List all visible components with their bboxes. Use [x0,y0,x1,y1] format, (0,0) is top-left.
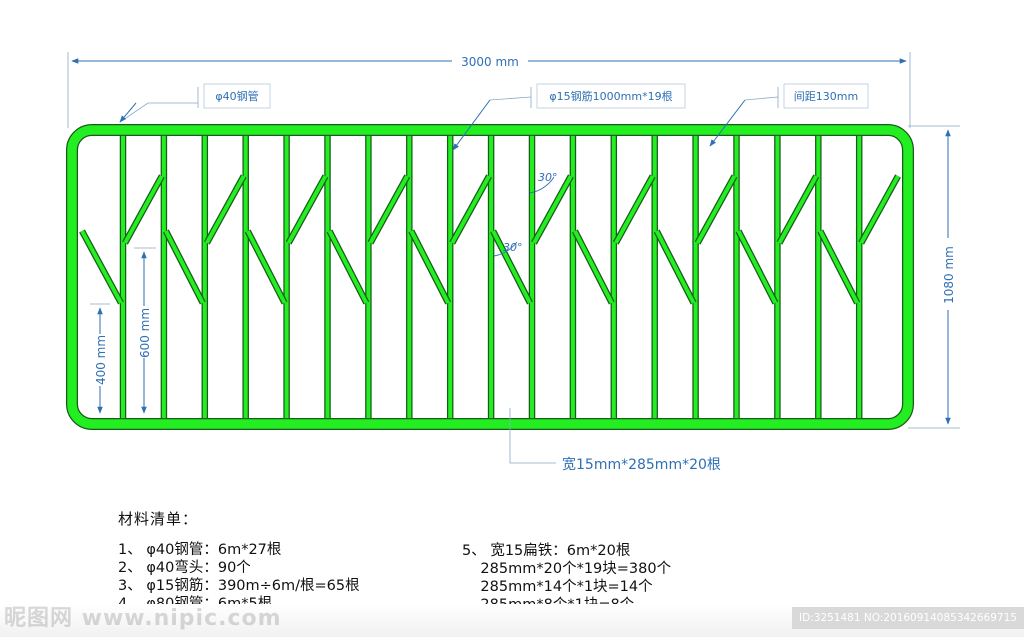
diagonal-flat-iron [736,230,778,304]
diagonal-flat-iron [368,175,410,244]
dimension-600: 600 mm [134,247,156,414]
diagonal-flat-iron [818,230,859,304]
material-item: 3、 φ15钢筋：390m÷6m/根=65根 [118,578,360,594]
diagonal-flat-iron [327,230,369,304]
material-item: 285mm*14个*1块=14个 [462,579,653,595]
callout-spacing-label: 间距130mm [794,90,858,103]
dimension-600-label: 600 mm [138,308,152,358]
callout-flat-iron: 宽15mm*285mm*20根 [509,408,721,473]
diagonal-flat-iron [859,175,900,244]
diagonal-flat-iron [654,230,696,304]
image-id-bar: ID:3251481 NO:20160914085342669715 [792,607,1024,629]
diagonal-flat-iron [164,230,205,304]
diagonal-flat-iron [532,175,573,244]
materials-title: 材料清单： [118,510,199,528]
overall-width-label: 3000 mm [461,55,519,69]
diagonal-flat-iron [123,175,164,244]
callout-flat-iron-label: 宽15mm*285mm*20根 [562,456,721,473]
material-item: 2、 φ40弯头：90个 [118,560,251,576]
watermark-logo: 昵图网 www.nipic.com [4,606,282,631]
materials-list-left: 1、 φ40钢管：6m*27根 2、 φ40弯头：90个 3、 φ15钢筋：39… [118,541,360,613]
diagonal-flat-iron [614,175,655,244]
diagonal-flat-iron [573,230,614,304]
diagonal-flat-iron [450,175,491,244]
callout-pipe: φ40钢管 [119,83,271,123]
dimension-400-label: 400 mm [94,335,108,385]
dimension-400: 400 mm [90,303,110,414]
angle-bottom-label: 30° [503,241,523,254]
diagonal-flat-iron [409,230,450,304]
material-item: 5、 宽15扁铁：6m*20根 [462,543,631,559]
angle-bottom: 30° [493,241,523,257]
diagonal-flat-iron [205,175,246,244]
angle-top-label: 30° [538,171,558,184]
diagonal-flat-iron [777,175,819,244]
diagonal-flat-iron [695,175,737,244]
overall-width-dimension: 3000 mm [67,52,911,128]
overall-height-label: 1080 mm [942,246,956,304]
diagonal-flat-irons [79,174,901,305]
diagonal-flat-iron [286,175,328,244]
fence-frame [66,124,914,430]
vertical-bars [119,136,863,418]
callout-pipe-label: φ40钢管 [215,89,258,103]
material-item: 285mm*20个*19块=380个 [462,561,672,577]
callout-bars: φ15钢筋1000mm*19根 [452,83,686,151]
callout-bars-label: φ15钢筋1000mm*19根 [549,89,672,103]
diagonal-flat-iron [245,230,287,304]
overall-height-dimension: 1080 mm [908,125,960,429]
diagonal-flat-iron [80,230,123,304]
angle-top: 30° [529,171,558,194]
diagonal-flat-iron [491,230,532,304]
callout-spacing: 间距130mm [709,83,869,147]
material-item: 1、 φ40钢管：6m*27根 [118,542,282,558]
